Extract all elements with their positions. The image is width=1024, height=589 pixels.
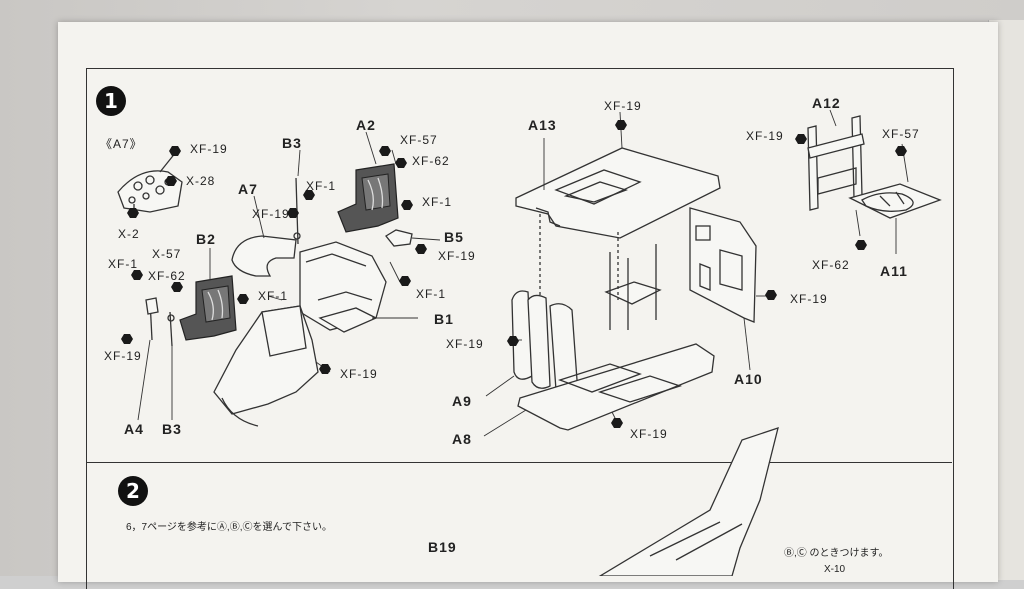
part-a7: [231, 235, 297, 277]
label-a4: A4: [124, 421, 144, 437]
label-xf19: XF-19: [446, 337, 484, 351]
label-xf19: XF-19: [604, 99, 642, 113]
label-xf62: XF-62: [148, 269, 186, 283]
step2-instruction: 6，7ページを参考にⒶ,Ⓑ,Ⓒを選んで下さい。: [126, 522, 332, 533]
label-a2: A2: [356, 117, 376, 133]
label-xf1: XF-1: [258, 289, 289, 303]
part-a12-frame: [807, 115, 865, 211]
part-tail-fin: [598, 427, 779, 576]
label-xf1: XF-1: [108, 257, 139, 271]
paint-markers-left: [121, 146, 427, 374]
label-xf19: XF-19: [252, 207, 290, 221]
label-a13: A13: [528, 117, 557, 133]
paint-markers-middle: [507, 120, 777, 428]
bc-note: Ⓑ,Ⓒ のときつけます。: [784, 548, 889, 559]
assembly-drawing: [117, 109, 942, 576]
part-b2-seat: [179, 275, 237, 341]
part-b1-cockpit-tub: [299, 241, 387, 333]
label-xf1: XF-1: [422, 195, 453, 209]
label-xf57: XF-57: [400, 133, 438, 147]
part-b5: [385, 229, 413, 247]
leader-lines-left: [137, 131, 441, 421]
label-xf57: XF-57: [882, 127, 920, 141]
label-xf19: XF-19: [104, 349, 142, 363]
label-xf62: XF-62: [812, 258, 850, 272]
label-b1: B1: [434, 311, 454, 327]
a7-panel-title: 《A7》: [100, 137, 143, 151]
part-a9-bulkhead: [511, 290, 579, 396]
label-b19: B19: [428, 539, 457, 555]
label-xf62: XF-62: [412, 154, 450, 168]
part-inner-frame: [539, 214, 662, 330]
part-a8-floor: [517, 343, 715, 431]
part-a11-panel: [848, 183, 942, 219]
part-a10-bulkhead: [689, 207, 757, 323]
paint-markers-right: [795, 134, 907, 250]
label-xf19: XF-19: [190, 142, 228, 156]
label-b3-bottom: B3: [162, 421, 182, 437]
label-x57: X-57: [152, 247, 182, 261]
instruction-frame: [86, 68, 954, 589]
label-b3-top: B3: [282, 135, 302, 151]
label-a12: A12: [812, 95, 841, 111]
label-b5: B5: [444, 229, 464, 245]
label-xf19: XF-19: [630, 427, 668, 441]
label-x2: X-2: [118, 227, 140, 241]
part-a2-seat: [337, 163, 399, 233]
label-xf1: XF-1: [416, 287, 447, 301]
label-a8: A8: [452, 431, 472, 447]
part-lower-tub: [213, 305, 319, 427]
label-a7: A7: [238, 181, 258, 197]
label-xf19: XF-19: [790, 292, 828, 306]
label-x10: X-10: [824, 564, 846, 575]
step-1-badge: 1: [96, 86, 126, 116]
label-xf1: XF-1: [306, 179, 337, 193]
label-xf19: XF-19: [746, 129, 784, 143]
step-2-badge: 2: [118, 476, 148, 506]
label-a10: A10: [734, 371, 763, 387]
label-a11: A11: [880, 263, 908, 279]
label-b2: B2: [196, 231, 216, 247]
label-x28: X-28: [186, 174, 216, 188]
label-xf19: XF-19: [438, 249, 476, 263]
part-a13-deck: [515, 147, 721, 239]
label-a9: A9: [452, 393, 472, 409]
step-divider: [86, 462, 952, 463]
label-xf19: XF-19: [340, 367, 378, 381]
